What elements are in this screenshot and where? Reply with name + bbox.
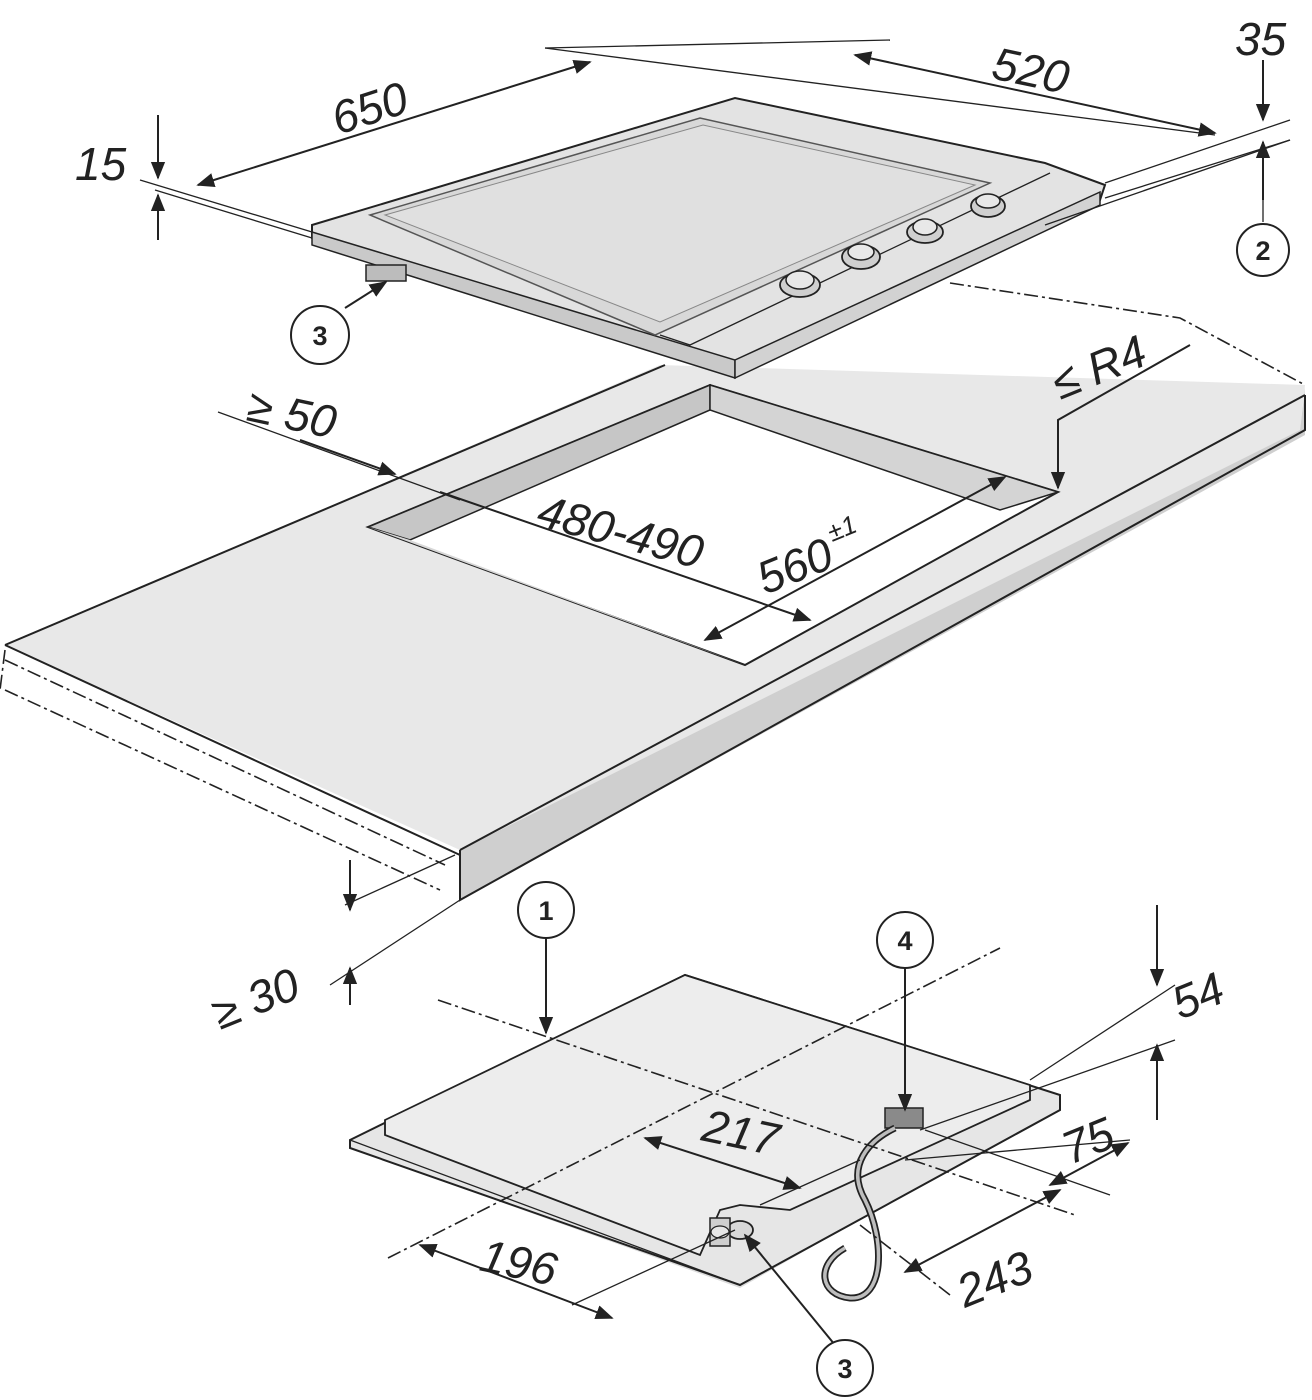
- callout-2-label: 2: [1255, 236, 1270, 266]
- control-knob-2: [841, 243, 881, 270]
- callout-1: 1: [517, 881, 575, 939]
- dim-196: 196: [476, 1229, 562, 1296]
- hob-top: [311, 96, 1107, 380]
- callout-1-label: 1: [538, 896, 553, 926]
- callout-2: 2: [1236, 223, 1290, 277]
- callout-3-bottom: 3: [816, 1339, 874, 1397]
- dim-35: 35: [1235, 13, 1287, 65]
- dim-min-30: ≥ 30: [204, 957, 307, 1039]
- dim-54: 54: [1164, 962, 1231, 1029]
- dim-15: 15: [75, 138, 127, 190]
- dim-min-50: ≥ 50: [243, 379, 341, 448]
- dim-650: 650: [325, 71, 414, 144]
- callout-4: 4: [876, 911, 934, 969]
- hob-underside: [349, 947, 1076, 1302]
- callout-3-top: 3: [290, 305, 350, 365]
- connection-box: [884, 1107, 924, 1129]
- dim-75: 75: [1054, 1107, 1121, 1175]
- control-knob-3: [906, 218, 944, 244]
- connector-box-top: [365, 264, 407, 282]
- callout-3-bottom-label: 3: [837, 1354, 852, 1384]
- callout-4-label: 4: [897, 926, 912, 956]
- control-knob-4: [970, 193, 1006, 218]
- dimension-lines: [139, 39, 1291, 1346]
- callout-3-top-label: 3: [312, 321, 327, 351]
- control-knob-1: [779, 270, 821, 298]
- dim-520: 520: [988, 37, 1074, 104]
- dim-243: 243: [948, 1240, 1040, 1317]
